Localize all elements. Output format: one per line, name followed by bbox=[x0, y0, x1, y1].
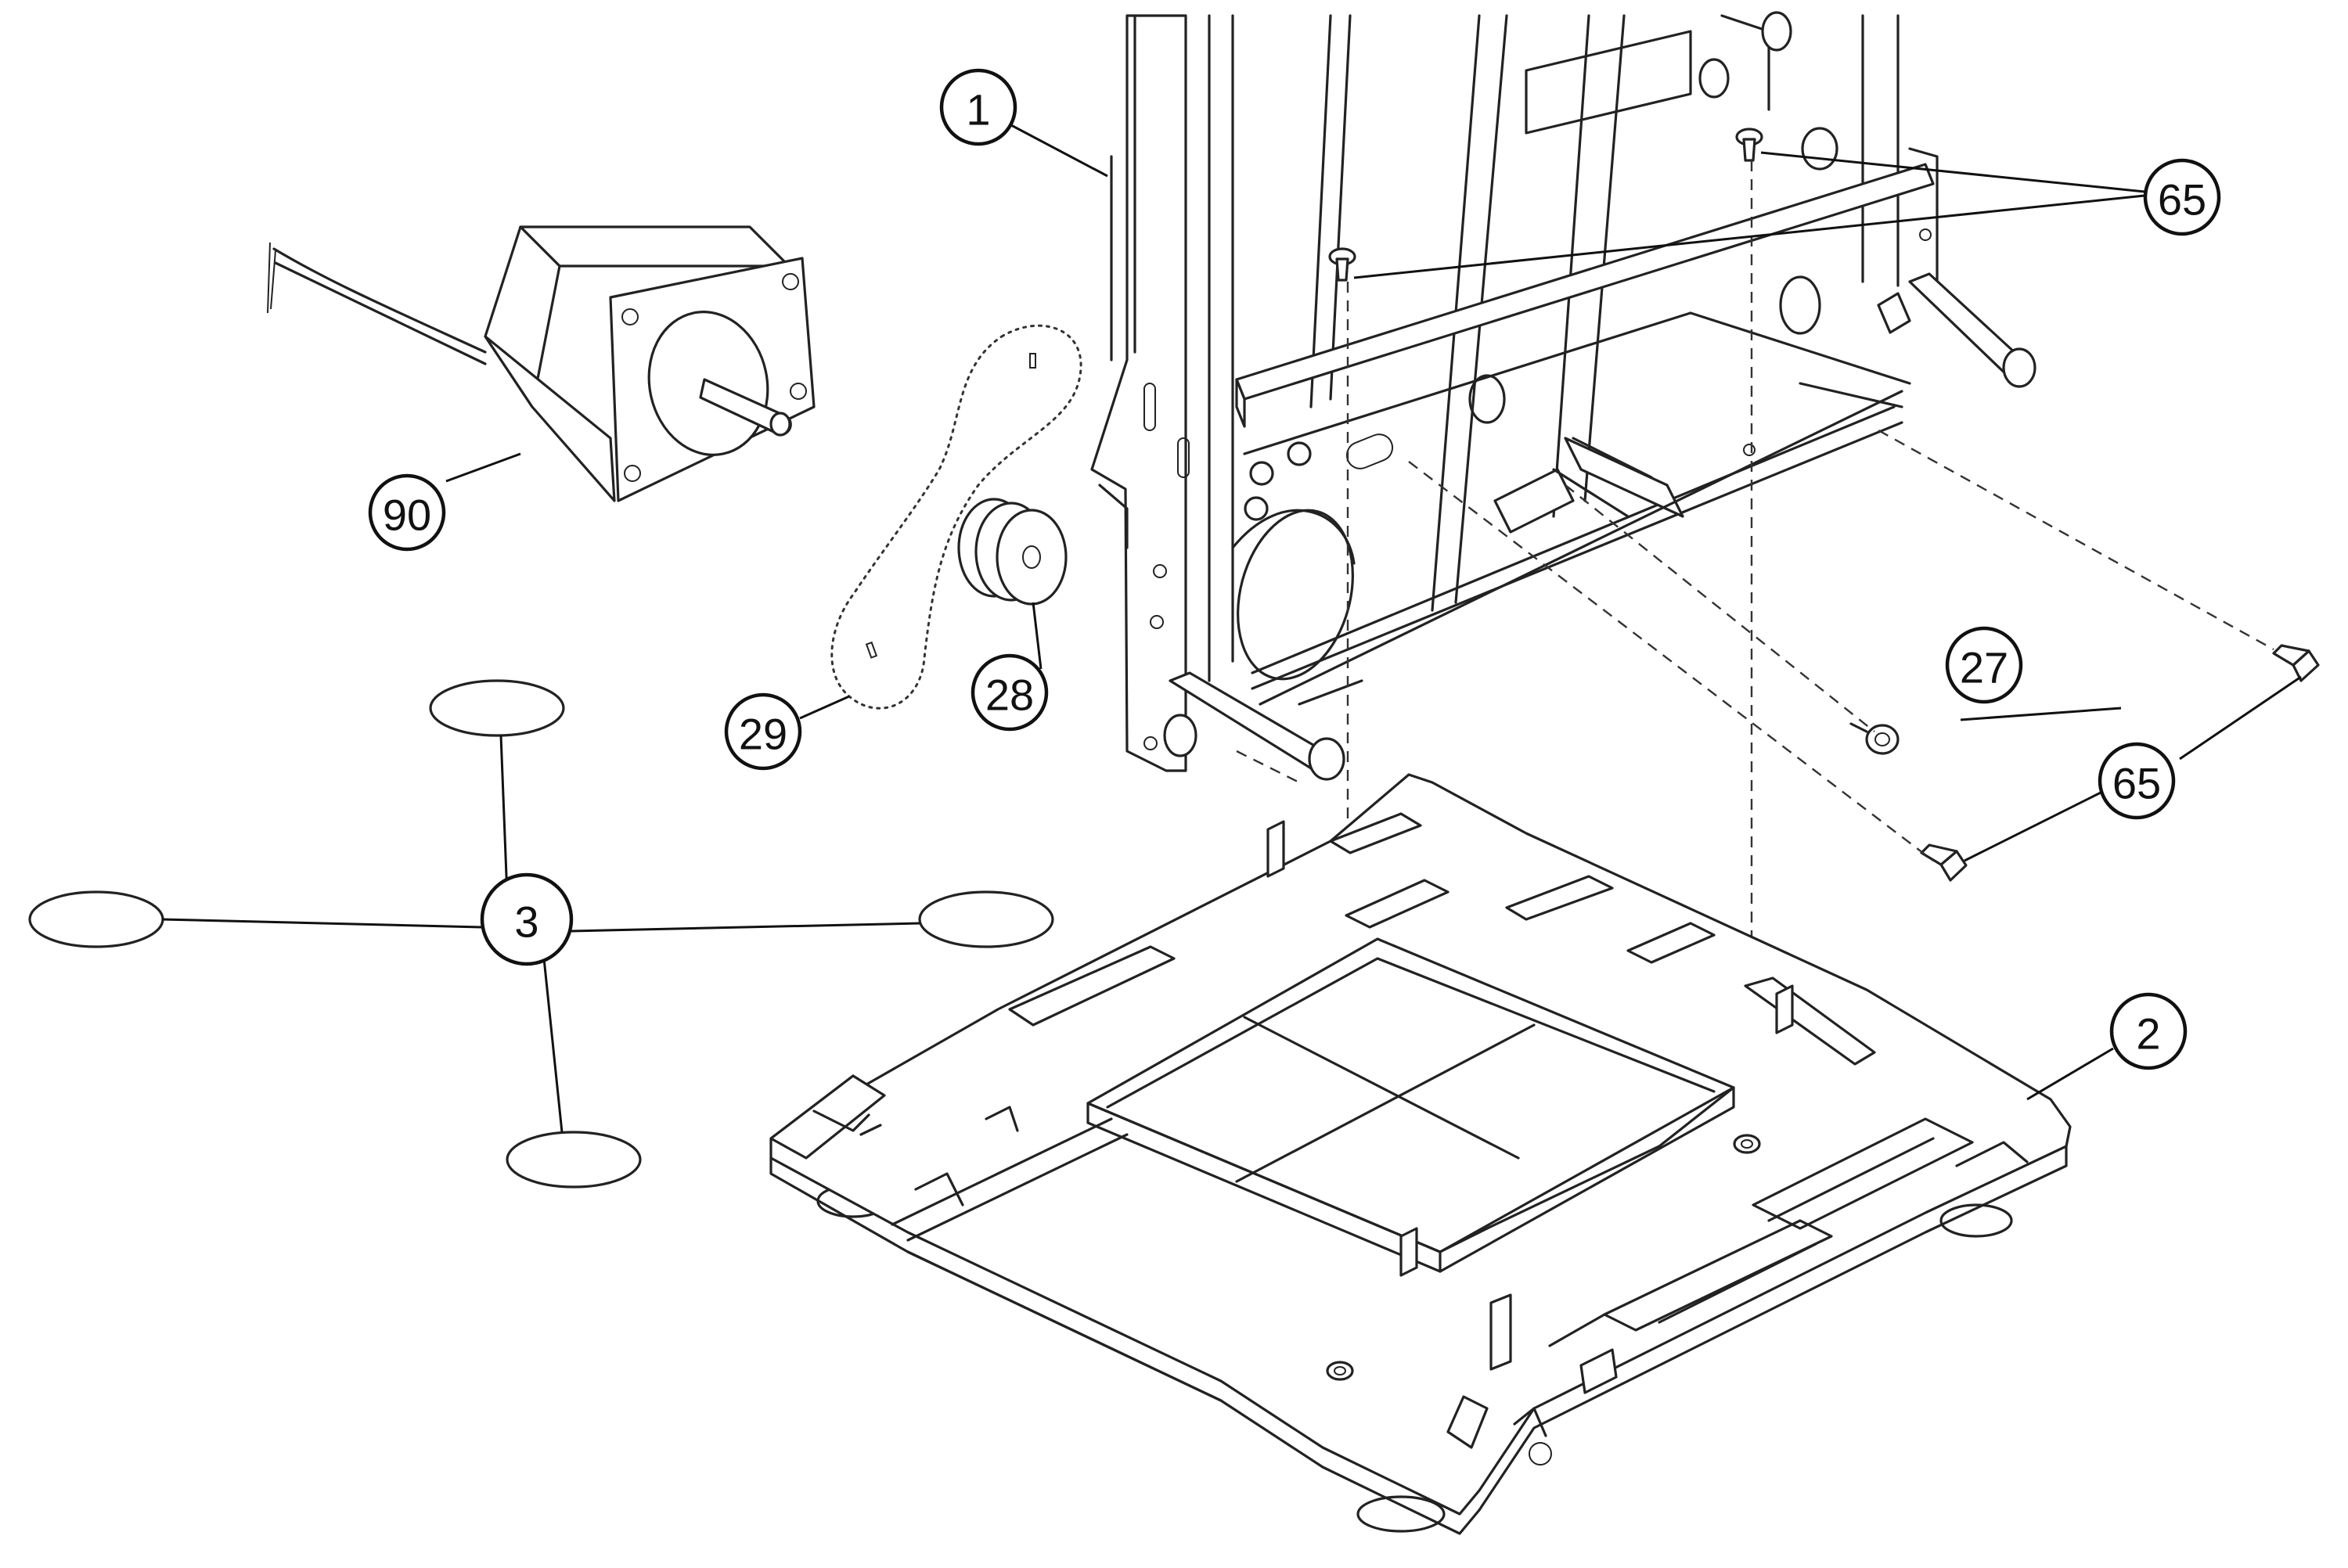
callout-screws-top: 65 bbox=[2143, 158, 2221, 236]
callout-base-label: 2 bbox=[2136, 1009, 2160, 1059]
leader-lines bbox=[445, 124, 2302, 1101]
callout-motor: 90 bbox=[368, 473, 446, 552]
side-screw-1 bbox=[2272, 644, 2320, 682]
callout-base: 2 bbox=[2109, 992, 2188, 1070]
top-screw-2 bbox=[1328, 247, 1356, 282]
callout-pulley-label: 28 bbox=[985, 671, 1034, 720]
callout-belt: 29 bbox=[724, 692, 802, 771]
callout-screws-side: 65 bbox=[2098, 742, 2176, 820]
foot-pads bbox=[28, 679, 1054, 1189]
callout-screw-bracket: 27 bbox=[1945, 626, 2023, 704]
foot-pad-top bbox=[429, 679, 565, 737]
callout-frame-label: 1 bbox=[966, 85, 990, 135]
callout-pulley: 28 bbox=[971, 653, 1049, 732]
callout-screw-bracket-label: 27 bbox=[1960, 643, 2008, 692]
foot-pad-left bbox=[28, 890, 164, 948]
main-frame bbox=[1090, 11, 2036, 781]
pulley bbox=[957, 498, 1068, 606]
callout-feet-label: 3 bbox=[514, 897, 538, 947]
top-screw-1 bbox=[1735, 128, 1763, 162]
base-plate bbox=[769, 773, 2072, 1535]
callout-screws-side-label: 65 bbox=[2112, 759, 2161, 808]
callout-screws-top-label: 65 bbox=[2158, 175, 2206, 225]
foot-pad-bottom bbox=[506, 1131, 642, 1189]
bracket-screw bbox=[1849, 722, 1900, 755]
callout-frame: 1 bbox=[939, 68, 1017, 146]
callout-feet: 3 bbox=[480, 872, 574, 966]
callout-belt-label: 29 bbox=[739, 710, 787, 759]
timing-belt bbox=[830, 324, 1082, 710]
foot-pad-right bbox=[918, 890, 1054, 948]
callout-motor-label: 90 bbox=[383, 491, 431, 540]
side-screw-2 bbox=[1920, 843, 1968, 882]
stepper-motor bbox=[267, 225, 816, 502]
